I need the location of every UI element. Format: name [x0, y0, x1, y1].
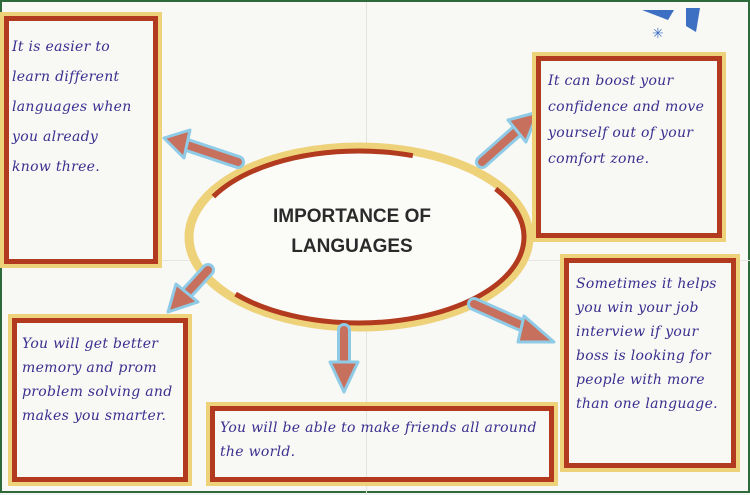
title-oval — [191, 148, 527, 326]
title-oval-outer — [184, 142, 534, 332]
box-top-left — [4, 16, 158, 264]
arrow-bottom-right — [467, 297, 556, 344]
box-bottom-center — [210, 406, 554, 482]
arrow-top-right — [475, 110, 540, 169]
box-top-right — [536, 56, 722, 238]
note-bottom-left: You will get better memory and prom prob… — [22, 336, 173, 424]
corner-sticker-icon: ✳ — [642, 8, 700, 42]
arrow-bottom-left — [166, 263, 215, 314]
box-bottom-left — [12, 318, 188, 482]
note-top-right: It can boost your confidence and move yo… — [548, 73, 705, 167]
arrow-top-left — [162, 128, 245, 169]
arrows — [162, 110, 556, 394]
title-line-2: LANGUAGES — [291, 236, 413, 257]
poster-title: IMPORTANCE OF LANGUAGES — [252, 202, 452, 262]
note-top-left: It is easier to learn different language… — [12, 39, 132, 175]
svg-text:✳: ✳ — [652, 26, 664, 42]
arrow-bottom-center — [328, 323, 360, 394]
note-bottom-center: You will be able to make friends all aro… — [220, 420, 537, 460]
box-bottom-right — [564, 258, 736, 468]
note-bottom-right: Sometimes it helps you win your job inte… — [576, 276, 718, 412]
title-line-1: IMPORTANCE OF — [273, 206, 431, 227]
